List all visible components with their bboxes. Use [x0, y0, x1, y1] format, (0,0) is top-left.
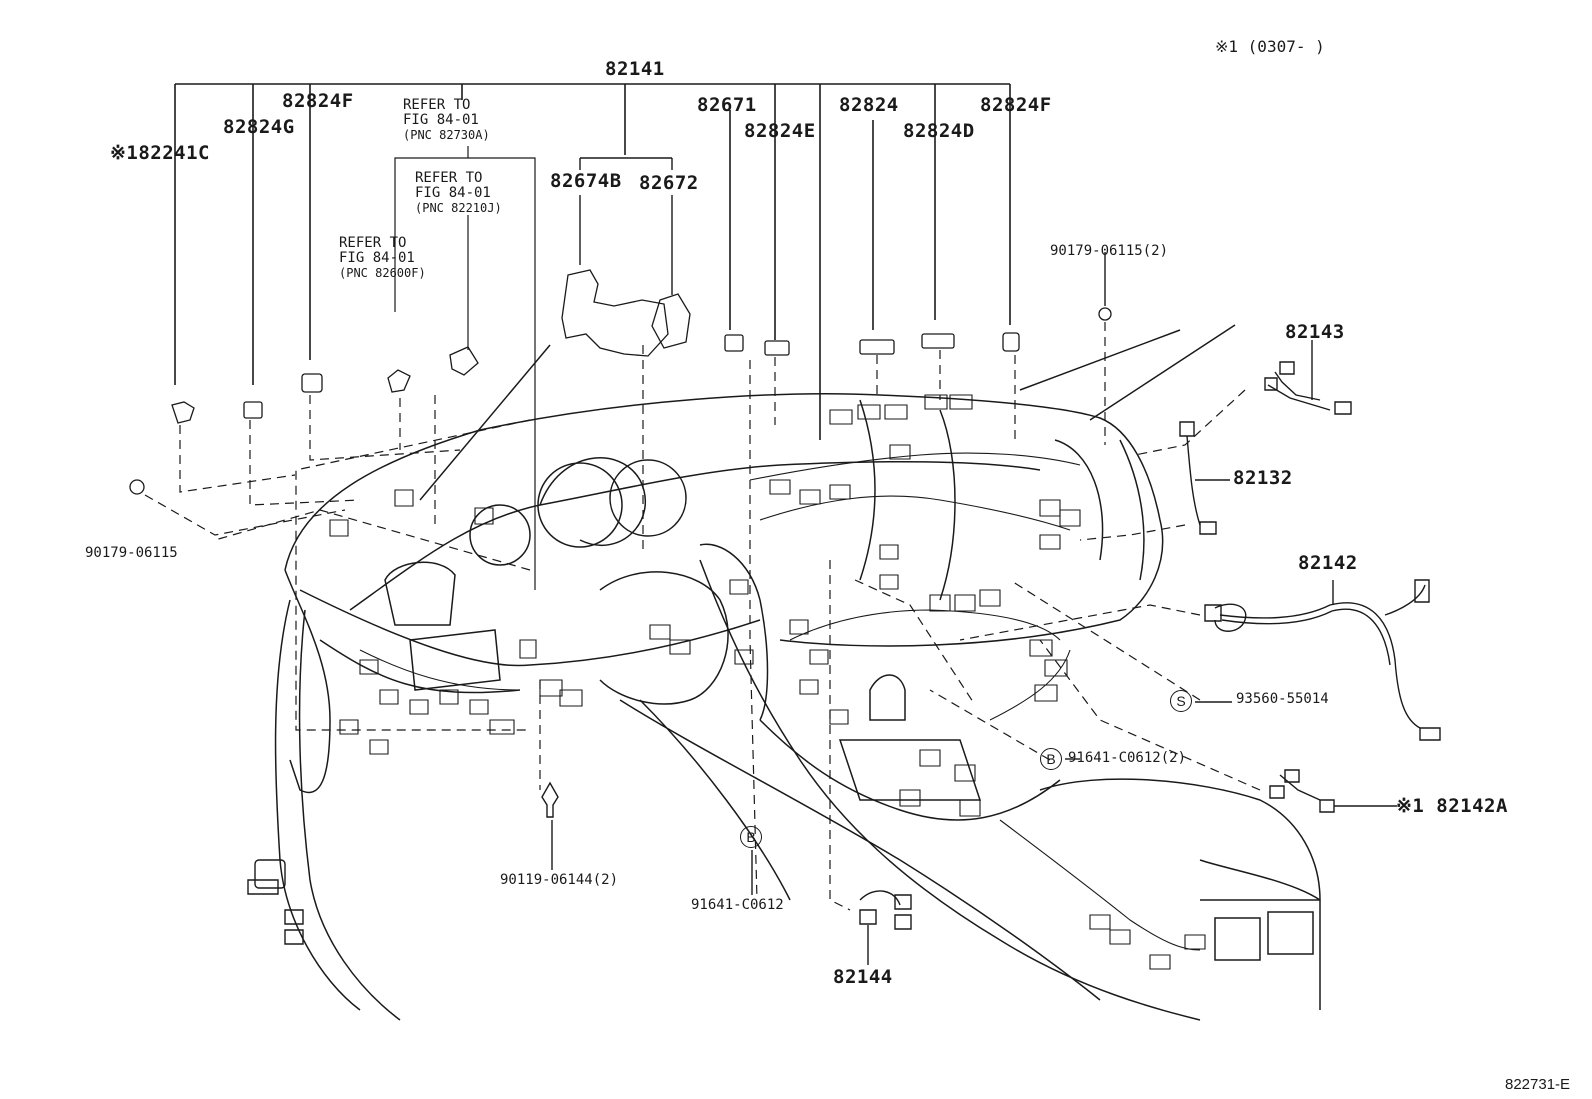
- circle-mark-b-right-label: B: [1046, 751, 1056, 767]
- reference-82210j[interactable]: REFER TO FIG 84-01 (PNC 82210J): [415, 171, 502, 216]
- reference-82210j-line2: FIG 84-01: [415, 185, 491, 201]
- callout-82824e[interactable]: 82824E: [744, 120, 816, 142]
- callout-82132[interactable]: 82132: [1233, 467, 1293, 489]
- callout-82141[interactable]: 82141: [605, 58, 665, 80]
- callout-82824g[interactable]: 82824G: [223, 116, 295, 138]
- bottom-parts: [248, 252, 1232, 965]
- figure-code: 822731-E: [1505, 1076, 1571, 1093]
- callout-82142a[interactable]: ※1 82142A: [1396, 795, 1508, 817]
- right-harnesses: [1180, 340, 1440, 812]
- circle-mark-s: S: [1170, 690, 1192, 712]
- callout-93560-55014[interactable]: 93560-55014: [1236, 691, 1329, 707]
- callout-82672[interactable]: 82672: [639, 172, 699, 194]
- callout-91641-c0612-2[interactable]: 91641-C0612(2): [1068, 750, 1187, 766]
- bracket-82141: [175, 84, 1010, 440]
- top-connectors: [130, 270, 1111, 494]
- reference-82600f[interactable]: REFER TO FIG 84-01 (PNC 82600F): [339, 236, 426, 281]
- reference-82730a-line1: REFER TO: [403, 97, 471, 113]
- ref-brackets: [395, 146, 535, 590]
- dashboard-outline: [276, 325, 1320, 1020]
- reference-82730a-line3: (PNC 82730A): [403, 128, 490, 142]
- circle-mark-b-bottom-label: B: [746, 829, 756, 845]
- callout-82824d[interactable]: 82824D: [903, 120, 975, 142]
- reference-82210j-line1: REFER TO: [415, 170, 483, 186]
- header-note: ※1 (0307- ): [1215, 37, 1325, 56]
- callout-82674b[interactable]: 82674B: [550, 170, 622, 192]
- circle-mark-s-label: S: [1176, 693, 1186, 709]
- callout-82824[interactable]: 82824: [839, 94, 899, 116]
- harness-connectors: [330, 395, 1205, 969]
- dashed-leaders: [145, 322, 1260, 910]
- callout-82671[interactable]: 82671: [697, 94, 757, 116]
- circle-mark-b-bottom: B: [740, 826, 762, 848]
- reference-82600f-line3: (PNC 82600F): [339, 266, 426, 280]
- callout-82143[interactable]: 82143: [1285, 321, 1345, 343]
- callout-90179-06115[interactable]: 90179-06115: [85, 545, 178, 561]
- callout-82824f-right[interactable]: 82824F: [980, 94, 1052, 116]
- reference-82600f-line1: REFER TO: [339, 235, 407, 251]
- callout-90119-06144-2[interactable]: 90119-06144(2): [500, 872, 619, 888]
- reference-82730a[interactable]: REFER TO FIG 84-01 (PNC 82730A): [403, 98, 490, 143]
- callout-82241c[interactable]: ※182241C: [110, 142, 210, 164]
- callout-82144[interactable]: 82144: [833, 966, 893, 988]
- callout-82142[interactable]: 82142: [1298, 552, 1358, 574]
- reference-82210j-line3: (PNC 82210J): [415, 201, 502, 215]
- callout-91641-c0612[interactable]: 91641-C0612: [691, 897, 784, 913]
- circle-mark-b-right: B: [1040, 748, 1062, 770]
- reference-82730a-line2: FIG 84-01: [403, 112, 479, 128]
- bracket-82674b: [580, 158, 672, 295]
- callout-90179-06115-2[interactable]: 90179-06115(2): [1050, 243, 1169, 259]
- callout-82824f-left[interactable]: 82824F: [282, 90, 354, 112]
- reference-82600f-line2: FIG 84-01: [339, 250, 415, 266]
